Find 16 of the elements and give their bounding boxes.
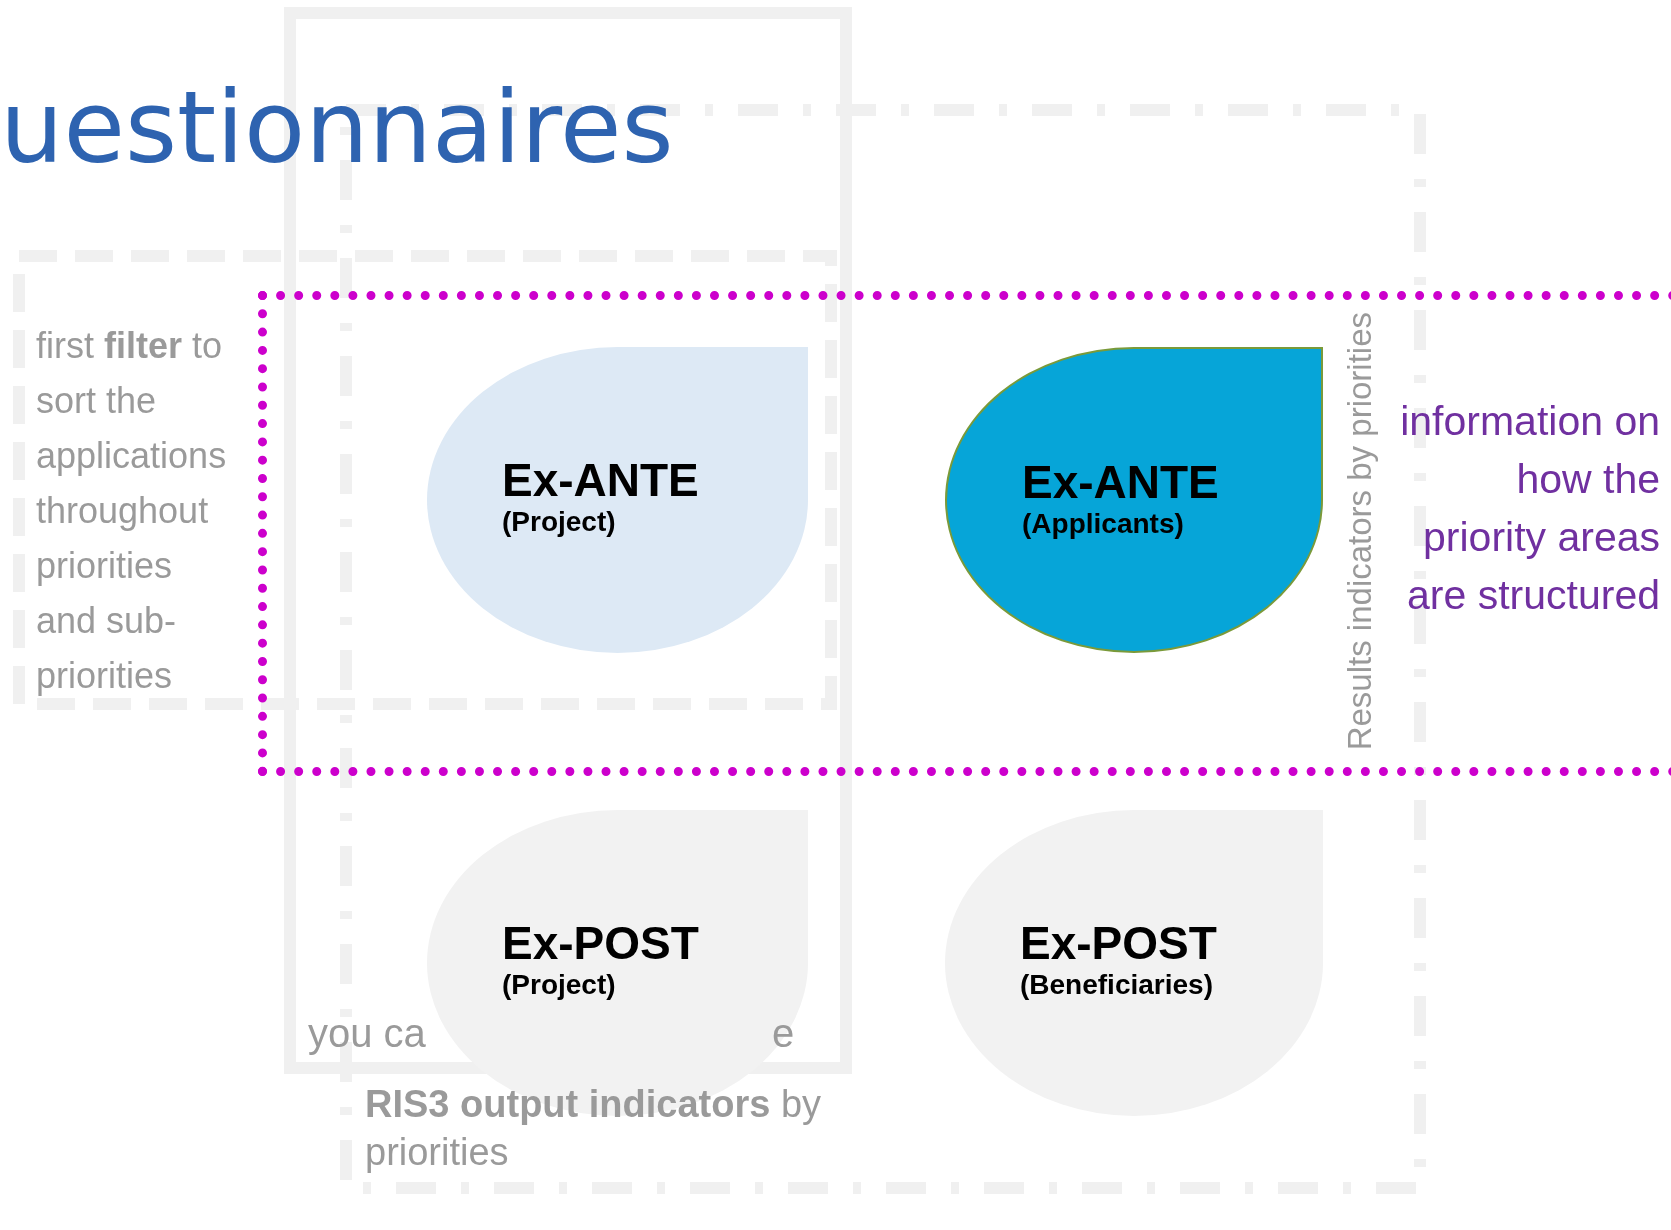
phase-subheading: (Project) bbox=[502, 968, 617, 1002]
vertical-note-text: Results indicators by priorities bbox=[1340, 312, 1379, 751]
phase-heading: Ex-ANTE bbox=[1022, 457, 1219, 507]
note-text: first filter to sort the applications throughout priorities and sub-priorities bbox=[36, 324, 228, 698]
phase-heading: Ex-POST bbox=[502, 918, 699, 968]
slide-title: uestionnaires bbox=[0, 70, 674, 185]
note-text: e bbox=[772, 1010, 795, 1057]
phase-subheading: (Applicants) bbox=[1022, 507, 1185, 541]
annotation-text: information on how the priority areas are structured bbox=[1399, 397, 1660, 620]
phase-subheading: (Project) bbox=[502, 505, 617, 539]
highlight-frame bbox=[258, 291, 1671, 776]
phase-subheading: (Beneficiaries) bbox=[1020, 968, 1214, 1002]
phase-heading: Ex-ANTE bbox=[502, 455, 699, 505]
phase-heading: Ex-POST bbox=[1020, 918, 1217, 968]
note-text: you ca bbox=[308, 1010, 426, 1057]
note-text: RIS3 output indicators by priorities bbox=[365, 1082, 823, 1175]
